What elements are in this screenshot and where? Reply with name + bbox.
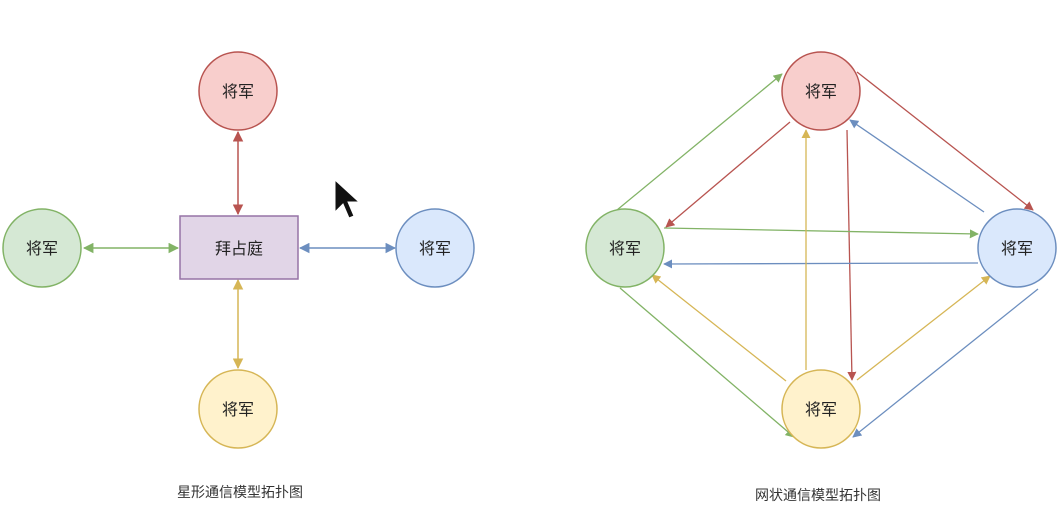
star-node-bottom	[198, 369, 278, 449]
mesh-node-left-label: 将军	[609, 239, 641, 258]
star-hub-box	[179, 215, 299, 280]
star-node-left-label: 将军	[26, 239, 58, 258]
mesh-edge-left-top	[616, 73, 783, 211]
mesh-caption: 网状通信模型拓扑图	[755, 488, 881, 504]
star-node-bottom-label: 将军	[222, 400, 254, 419]
mesh-edge-top-right	[856, 71, 1034, 211]
mesh-node-left	[585, 208, 665, 288]
mesh-node-top	[781, 51, 861, 131]
star-caption: 星形通信模型拓扑图	[177, 485, 303, 501]
mesh-topology: 将军 将军 将军 将军 网状通信模型拓扑图	[585, 51, 1057, 504]
mesh-node-top-label: 将军	[805, 82, 837, 101]
star-hub-label: 拜占庭	[215, 239, 263, 258]
star-node-top-label: 将军	[222, 82, 254, 101]
star-topology: 拜占庭 将军 将军 将军 将军 星形通信模型拓扑图	[2, 51, 475, 501]
mesh-edge-right-top	[849, 119, 985, 213]
star-node-top	[198, 51, 278, 131]
mesh-edge-left-right	[663, 227, 979, 239]
mesh-edge-top-bottom	[846, 129, 857, 381]
star-node-right	[395, 208, 475, 288]
star-node-left	[2, 208, 82, 288]
mesh-edge-top-left	[665, 121, 791, 228]
mesh-edge-left-bottom	[619, 287, 795, 438]
mesh-edge-bottom-right	[856, 275, 991, 381]
star-node-right-label: 将军	[419, 239, 451, 258]
mouse-cursor-icon	[334, 178, 361, 219]
mesh-node-bottom-label: 将军	[805, 400, 837, 419]
mesh-edge-right-bottom	[852, 288, 1039, 438]
mesh-node-right	[977, 208, 1057, 288]
mesh-node-bottom	[781, 369, 861, 449]
mesh-node-right-label: 将军	[1001, 239, 1033, 258]
mesh-edge-bottom-left	[651, 274, 787, 382]
mesh-edge-right-left	[663, 259, 979, 269]
